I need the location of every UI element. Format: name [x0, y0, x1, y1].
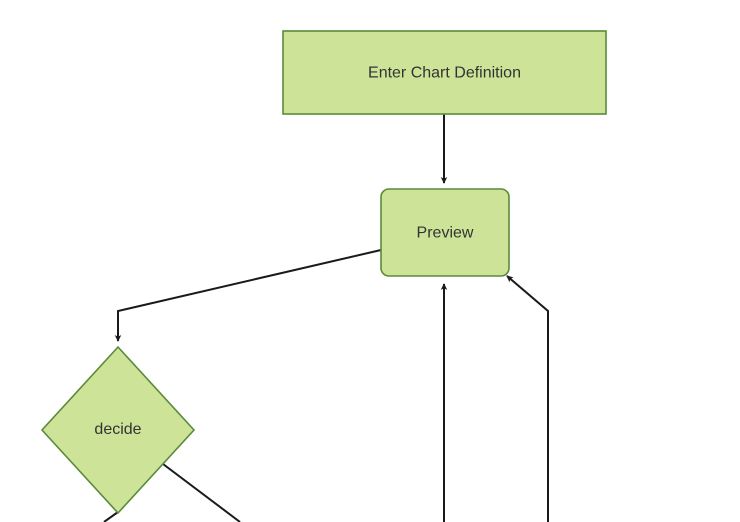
edge-decide-out-bottom-right: [162, 463, 241, 522]
edge-group: [103, 114, 549, 522]
node-enter-chart-definition[interactable]: Enter Chart Definition: [282, 30, 607, 115]
edge-preview-to-decide: [114, 249, 382, 342]
node-preview[interactable]: Preview: [380, 188, 510, 277]
node-decide[interactable]: decide: [40, 345, 196, 515]
edge-into-preview-bottom-right: [506, 275, 549, 522]
node-preview-shape: [380, 188, 510, 277]
node-enter-chart-definition-shape: [282, 30, 607, 115]
node-decide-shape: [40, 345, 196, 515]
edge-decide-out-bottom-left: [103, 511, 119, 522]
